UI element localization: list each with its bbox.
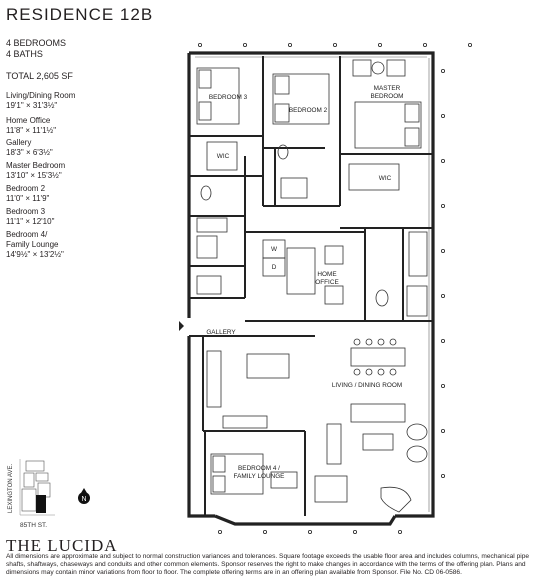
room-name: Family Lounge: [6, 240, 59, 249]
page-title: RESIDENCE 12B: [6, 5, 154, 24]
room-dimension: 13'10" × 15'3½": [6, 171, 62, 180]
plan-label: GALLERY: [206, 329, 236, 336]
plan-label: BEDROOM 2: [289, 107, 328, 114]
street-label: 85TH ST.: [20, 522, 47, 529]
avenue-label: LEXINGTON AVE.: [8, 464, 14, 513]
column-dots: [197, 43, 472, 534]
plan-label: WIC: [217, 153, 230, 160]
plan-label: D: [272, 264, 277, 271]
room-dimension: 19'1" × 31'3½": [6, 101, 58, 110]
brand-logo: THE LUCIDA: [6, 536, 118, 555]
room-name: Bedroom 2: [6, 184, 46, 193]
furniture: [196, 59, 428, 513]
plan-label: FAMILY LOUNGE: [234, 473, 285, 480]
room-name: Home Office: [6, 116, 51, 125]
room-dimension: 18'3" × 6'3½": [6, 148, 53, 157]
room-dimension: 11'1" × 12'10": [6, 217, 55, 226]
plan-label: WIC: [379, 175, 392, 182]
room-name: Bedroom 3: [6, 207, 46, 216]
disclaimer-text: All dimensions are approximate and subje…: [6, 553, 530, 576]
plan-label: OFFICE: [315, 279, 338, 286]
key-plan: LEXINGTON AVE. 85TH ST. N: [8, 459, 90, 529]
total-area: TOTAL 2,605 SF: [6, 71, 73, 81]
room-name: Bedroom 4/: [6, 230, 48, 239]
entry-arrow-icon: [179, 321, 184, 331]
plan-label: HOME: [317, 271, 336, 278]
room-name: Master Bedroom: [6, 161, 66, 170]
compass-icon: N: [78, 488, 90, 504]
room-name: Living/Dining Room: [6, 91, 76, 100]
room-dimension: 11'0" × 11'9": [6, 194, 50, 203]
svg-text:N: N: [81, 496, 86, 503]
room-dimension: 11'8" × 11'1½": [6, 126, 57, 135]
room-dimension: 14'9½" × 13'2½": [6, 250, 64, 259]
unit-location-marker: [36, 495, 46, 513]
exterior-walls: [187, 51, 435, 526]
bedroom-count: 4 BEDROOMS: [6, 38, 67, 48]
plan-label: BEDROOM 3: [209, 94, 248, 101]
plan-label: W: [271, 246, 278, 253]
plan-label: BEDROOM: [370, 93, 403, 100]
plan-label: MASTER: [374, 85, 401, 92]
floor-plan: BEDROOM 3 BEDROOM 2 MASTER BEDROOM WIC W…: [179, 43, 472, 534]
room-name: Gallery: [6, 138, 32, 147]
plan-label: BEDROOM 4 /: [238, 465, 280, 472]
interior-walls: [189, 56, 433, 516]
bath-count: 4 BATHS: [6, 49, 43, 59]
plan-label: LIVING / DINING ROOM: [332, 382, 402, 389]
